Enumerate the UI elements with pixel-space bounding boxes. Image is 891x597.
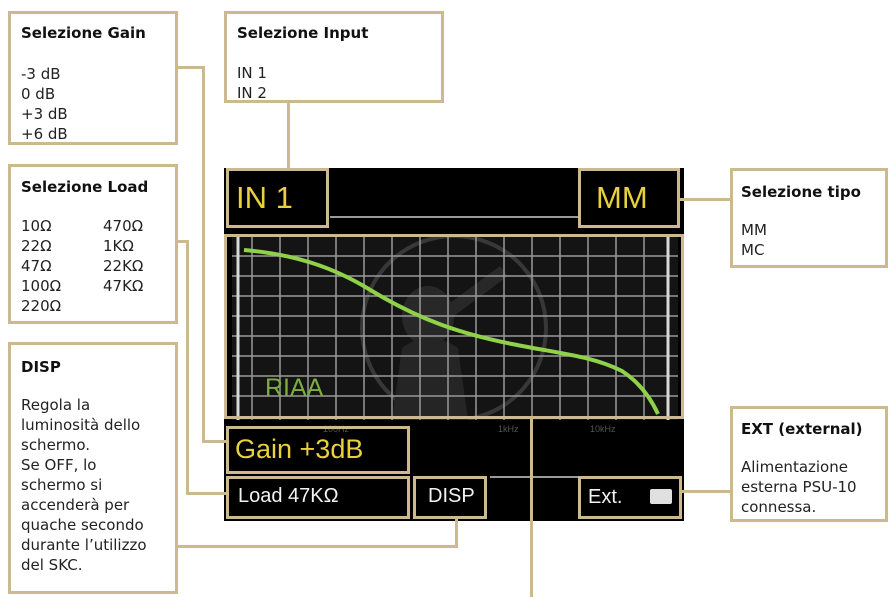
freq-label-10khz: 10kHz bbox=[590, 424, 616, 434]
screen-separator-bottom bbox=[490, 476, 580, 478]
gain-option: 0 dB bbox=[21, 85, 56, 103]
callout-ext: EXT (external) Alimentazione esterna PSU… bbox=[730, 406, 888, 522]
screen-input-value: IN 1 bbox=[236, 180, 293, 215]
emblem-watermark bbox=[360, 236, 548, 420]
gain-option: +6 dB bbox=[21, 125, 68, 143]
disp-desc-line: accenderà per bbox=[21, 496, 130, 514]
disp-desc-line: schermo. bbox=[21, 436, 90, 454]
ext-highlight bbox=[578, 476, 682, 519]
disp-highlight bbox=[413, 476, 487, 519]
input-option: IN 1 bbox=[237, 64, 267, 82]
disp-desc-line: del SKC. bbox=[21, 556, 83, 574]
disp-desc-line: luminosità dello bbox=[21, 416, 141, 434]
load-option: 100Ω bbox=[21, 277, 62, 295]
load-option: 22KΩ bbox=[103, 257, 144, 275]
tipo-option: MM bbox=[741, 221, 767, 239]
callout-gain-title: Selezione Gain bbox=[21, 24, 146, 42]
power-plug-icon bbox=[650, 489, 672, 504]
freq-label-1khz: 1kHz bbox=[498, 424, 519, 434]
gain-option: -3 dB bbox=[21, 65, 61, 83]
callout-tipo: Selezione tipo MM MC bbox=[730, 168, 888, 268]
load-option: 1KΩ bbox=[103, 237, 134, 255]
graph-highlight bbox=[224, 234, 684, 419]
disp-desc-line: Se OFF, lo bbox=[21, 456, 97, 474]
load-option: 220Ω bbox=[21, 297, 62, 315]
riaa-graph bbox=[232, 236, 678, 420]
callout-input-title: Selezione Input bbox=[237, 24, 369, 42]
disp-connector bbox=[177, 545, 458, 548]
disp-desc-line: Regola la bbox=[21, 396, 91, 414]
screen-separator-top bbox=[330, 216, 580, 218]
input-option: IN 2 bbox=[237, 84, 267, 102]
callout-input: Selezione Input IN 1 IN 2 bbox=[224, 11, 444, 103]
load-option: 22Ω bbox=[21, 237, 52, 255]
disp-desc-line: durante l’utilizzo bbox=[21, 536, 147, 554]
ext-desc-line: connessa. bbox=[741, 498, 817, 516]
load-option: 47KΩ bbox=[103, 277, 144, 295]
screen-load-value: Load 47KΩ bbox=[238, 485, 339, 507]
ext-connector bbox=[680, 490, 732, 493]
disp-desc-line: schermo si bbox=[21, 476, 103, 494]
callout-disp: DISP Regola la luminosità dello schermo.… bbox=[8, 342, 178, 594]
riaa-label: RIAA bbox=[265, 374, 324, 402]
disp-desc-line: quache secondo bbox=[21, 516, 144, 534]
callout-load-title: Selezione Load bbox=[21, 178, 149, 196]
graph-grid bbox=[232, 236, 678, 420]
load-connector bbox=[177, 240, 189, 243]
screen-ext-value: Ext. bbox=[588, 486, 623, 508]
ext-desc-line: esterna PSU-10 bbox=[741, 478, 857, 496]
load-option: 10Ω bbox=[21, 217, 52, 235]
callout-gain: Selezione Gain -3 dB 0 dB +3 dB +6 dB bbox=[8, 11, 178, 145]
input-connector bbox=[287, 102, 290, 169]
load-option: 470Ω bbox=[103, 217, 144, 235]
callout-disp-title: DISP bbox=[21, 358, 61, 376]
callout-ext-title: EXT (external) bbox=[741, 420, 863, 438]
load-option: 47Ω bbox=[21, 257, 52, 275]
screen-disp-value: DISP bbox=[428, 485, 475, 507]
callout-load: Selezione Load 10Ω 22Ω 47Ω 100Ω 220Ω 470… bbox=[8, 164, 178, 324]
gain-option: +3 dB bbox=[21, 105, 68, 123]
screen-gain-value: Gain +3dB bbox=[235, 434, 364, 464]
ext-desc-line: Alimentazione bbox=[741, 458, 848, 476]
gain-highlight bbox=[226, 426, 410, 474]
riaa-curve bbox=[243, 248, 660, 415]
input-highlight bbox=[226, 168, 329, 228]
graph-connector bbox=[530, 419, 533, 597]
type-highlight bbox=[578, 168, 680, 228]
tipo-option: MC bbox=[741, 241, 765, 259]
type-connector bbox=[680, 198, 732, 201]
freq-label-100hz: 100Hz bbox=[323, 424, 350, 434]
load-highlight bbox=[226, 476, 410, 519]
gain-connector bbox=[177, 66, 205, 69]
callout-tipo-title: Selezione tipo bbox=[741, 183, 861, 201]
screen-type-value: MM bbox=[596, 180, 648, 215]
